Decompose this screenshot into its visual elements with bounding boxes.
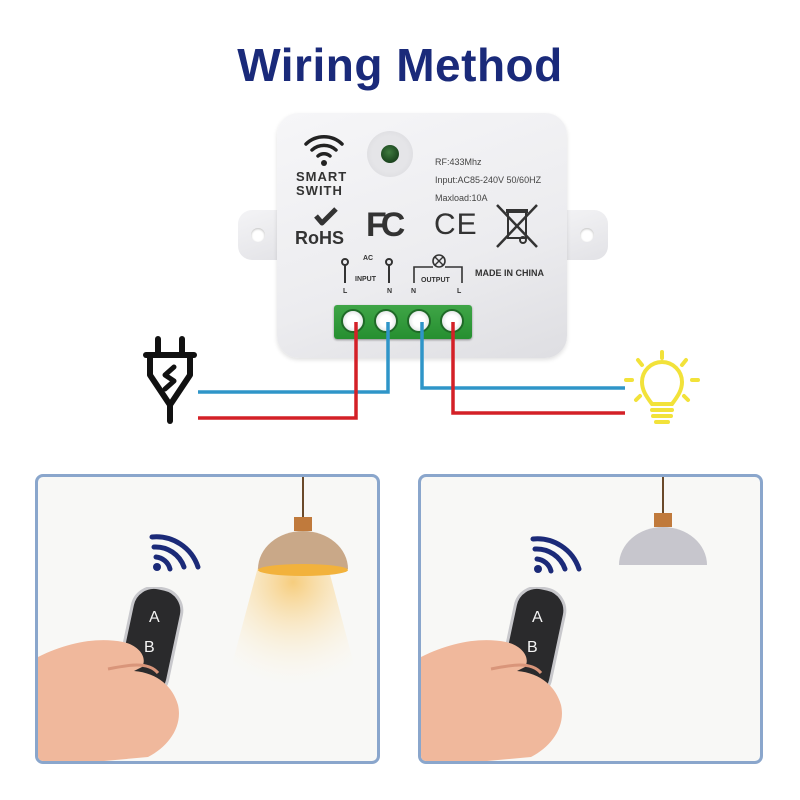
made-in-label: MADE IN CHINA	[475, 268, 544, 278]
lamp-cord	[662, 477, 664, 515]
brand-line-1: SMART	[296, 169, 348, 184]
input-bracket-icon	[341, 258, 393, 283]
spec-rf: RF:433Mhz	[435, 157, 482, 167]
pendant-lamp-on	[258, 531, 348, 576]
lamp-glow	[218, 567, 368, 717]
output-lamp-icon	[413, 254, 463, 283]
spec-input: Input:AC85-240V 50/60HZ	[435, 175, 542, 185]
pendant-lamp-off	[619, 527, 707, 565]
weee-bin-icon	[496, 204, 538, 248]
pairing-button[interactable]	[381, 145, 399, 163]
output-label: OUTPUT	[421, 277, 450, 284]
rohs-check-icon	[314, 207, 338, 226]
demo-panel-lamp-off: A B	[418, 474, 763, 764]
terminal-screw-l-in	[341, 309, 365, 333]
wifi-signal-icon	[149, 534, 201, 572]
input-label: INPUT	[355, 276, 376, 283]
wifi-signal-icon	[530, 536, 582, 574]
brand-line-2: SWITH	[296, 183, 343, 198]
remote-button-a: A	[149, 609, 160, 626]
terminal-label-n-out: N	[411, 288, 417, 295]
hand-with-remote	[38, 587, 184, 761]
brand-label: SMART SWITH	[296, 170, 347, 198]
terminal-label-l-out: L	[457, 288, 462, 295]
lamp-cord	[302, 477, 304, 517]
terminal-screw-n-in	[374, 309, 398, 333]
remote-button-b: B	[527, 639, 538, 656]
remote-button-b: B	[144, 639, 155, 656]
rohs-mark: RoHS	[295, 228, 344, 248]
page-title: Wiring Method	[237, 39, 563, 91]
mounting-hole	[251, 228, 265, 242]
ce-mark: CE	[434, 208, 478, 241]
terminal-screw-n-out	[407, 309, 431, 333]
ac-label: AC	[363, 255, 374, 262]
lamp-socket	[294, 517, 312, 531]
hand-with-remote	[421, 587, 567, 761]
lamp-socket	[654, 513, 672, 527]
wifi-icon	[304, 135, 344, 166]
demo-panel-lamp-on: A B	[35, 474, 380, 764]
terminal-label-l-in: L	[343, 288, 348, 295]
light-bulb-icon	[624, 350, 700, 424]
wiring-lines	[198, 322, 625, 420]
spec-maxload: Maxload:10A	[435, 193, 488, 203]
fcc-mark: FC	[366, 206, 405, 244]
terminal-label-n-in: N	[387, 288, 393, 295]
remote-button-a: A	[532, 609, 543, 626]
mounting-hole	[580, 228, 594, 242]
power-plug-icon	[143, 336, 197, 424]
